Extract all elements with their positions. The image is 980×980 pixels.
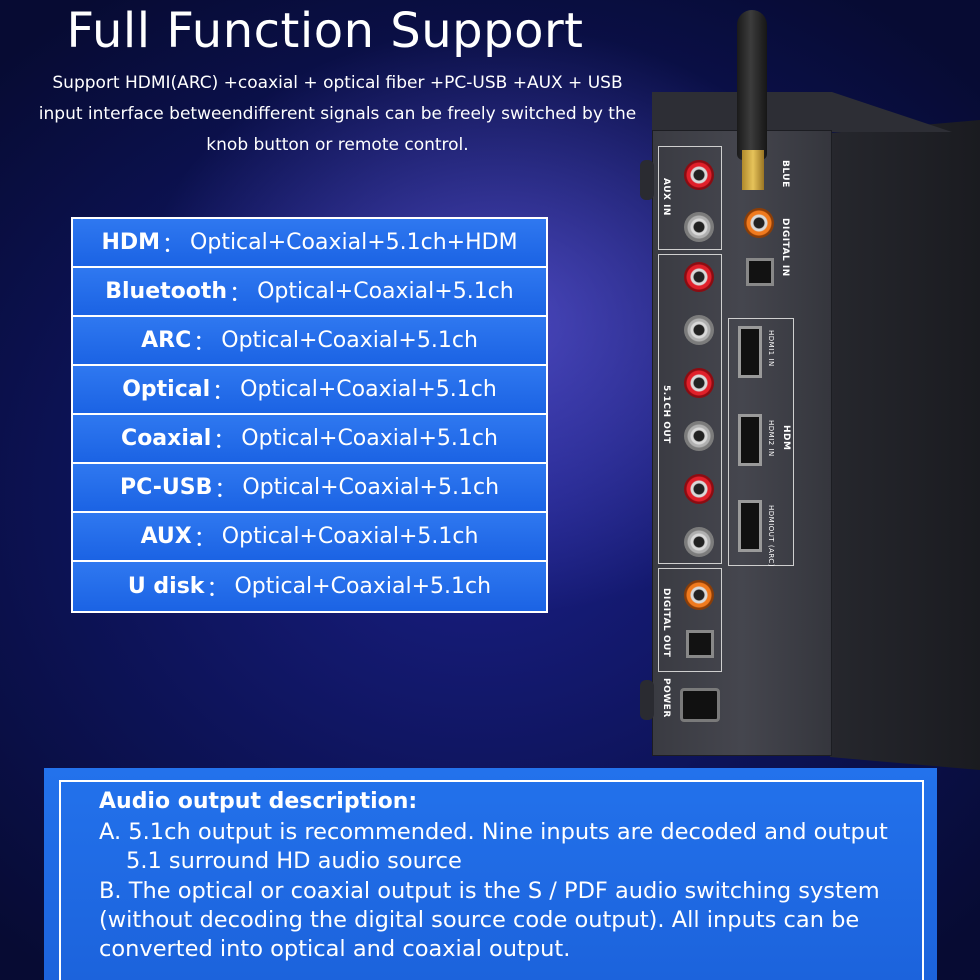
mode-row: Bluetooth：Optical+Coaxial+5.1ch	[73, 268, 546, 317]
optical-in-port	[746, 258, 774, 286]
sw-out-port	[684, 262, 714, 292]
digital-out-frame	[658, 568, 722, 672]
mode-name: Bluetooth	[105, 279, 228, 304]
aux-in-label: AUX IN	[661, 178, 671, 216]
digital-out-label: DIGITAL OUT	[661, 588, 671, 658]
antenna-connector-icon	[742, 150, 764, 190]
mode-separator: ：	[193, 330, 216, 356]
hdmi1-label: HDMI1 IN	[767, 330, 775, 367]
device-foot	[640, 160, 654, 200]
description-line: A. 5.1ch output is recommended. Nine inp…	[99, 819, 888, 845]
hdmi1-in-port	[738, 326, 762, 378]
mode-row: AUX：Optical+Coaxial+5.1ch	[73, 513, 546, 562]
mode-outputs: Optical+Coaxial+5.1ch	[221, 524, 479, 549]
hdmiout-label: HDMIOUT (ARC)	[767, 505, 775, 568]
description-line: 5.1 surround HD audio source	[126, 848, 462, 874]
subtitle-line: knob button or remote control.	[206, 135, 469, 155]
mode-separator: ：	[193, 526, 216, 552]
device-rear-panel	[652, 130, 832, 756]
description-frame	[59, 780, 924, 980]
mode-name: Optical	[122, 377, 211, 402]
cen-out-port	[684, 315, 714, 345]
hdmi2-in-port	[738, 414, 762, 466]
mode-separator: ：	[206, 576, 229, 602]
mode-name: Coaxial	[121, 426, 212, 451]
sr-out-port	[684, 368, 714, 398]
device-side-panel	[830, 120, 980, 770]
page-title: Full Function Support	[66, 3, 584, 59]
mode-outputs: Optical+Coaxial+5.1ch	[257, 279, 514, 304]
fl-out-port	[684, 527, 714, 557]
mode-row: ARC：Optical+Coaxial+5.1ch	[73, 317, 546, 366]
aux-in-frame	[658, 146, 722, 250]
mode-name: AUX	[140, 524, 192, 549]
aux-in-r-port	[684, 160, 714, 190]
mode-separator: ：	[229, 281, 252, 307]
fr-out-port	[684, 474, 714, 504]
mode-outputs: Optical+Coaxial+5.1ch+HDM	[190, 230, 518, 255]
mode-name: U disk	[127, 574, 205, 599]
mode-row: Coaxial：Optical+Coaxial+5.1ch	[73, 415, 546, 464]
description-line: B. The optical or coaxial output is the …	[99, 878, 880, 904]
ch-out-frame	[658, 254, 722, 564]
mode-separator: ：	[214, 477, 237, 503]
mode-name: PC-USB	[119, 475, 213, 500]
subtitle: Support HDMI(ARC) +coaxial + optical fib…	[10, 68, 665, 161]
subtitle-line: input interface betweendifferent signals…	[38, 104, 637, 124]
mode-table: HDM：Optical+Coaxial+5.1ch+HDM Bluetooth：…	[71, 217, 548, 613]
mode-outputs: Optical+Coaxial+5.1ch	[242, 475, 500, 500]
mode-row: PC-USB：Optical+Coaxial+5.1ch	[73, 464, 546, 513]
optical-out-port	[686, 630, 714, 658]
description-line: converted into optical and coaxial outpu…	[99, 936, 571, 962]
hdmi2-label: HDMI2 IN	[767, 420, 775, 457]
hdmi-label: HDM	[781, 425, 791, 451]
power-label: POWER	[661, 678, 671, 718]
coaxial-in-port	[744, 208, 774, 238]
mode-name: ARC	[141, 328, 192, 353]
mode-outputs: Optical+Coaxial+5.1ch	[241, 426, 498, 451]
mode-outputs: Optical+Coaxial+5.1ch	[221, 328, 478, 353]
antenna-icon	[737, 10, 767, 160]
mode-separator: ：	[212, 379, 235, 405]
mode-separator: ：	[162, 232, 185, 258]
mode-outputs: Optical+Coaxial+5.1ch	[240, 377, 497, 402]
subtitle-line: Support HDMI(ARC) +coaxial + optical fib…	[52, 73, 623, 93]
description-title: Audio output description:	[99, 789, 418, 814]
mode-row: HDM：Optical+Coaxial+5.1ch+HDM	[73, 219, 546, 268]
mode-separator: ：	[213, 428, 236, 454]
hdmi-frame	[728, 318, 794, 566]
device-top-panel	[652, 92, 952, 132]
mode-row: U disk：Optical+Coaxial+5.1ch	[73, 562, 546, 611]
ch-out-label: 5.1CH OUT	[661, 385, 671, 444]
device-foot	[640, 680, 654, 720]
digital-in-label: DIGITAL IN	[780, 218, 790, 277]
blue-label: BLUE	[780, 160, 790, 188]
hdmi-out-port	[738, 500, 762, 552]
mode-name: HDM	[101, 230, 161, 255]
description-panel	[44, 768, 937, 980]
mode-outputs: Optical+Coaxial+5.1ch	[234, 574, 492, 599]
description-line: (without decoding the digital source cod…	[99, 907, 860, 933]
coaxial-out-port	[684, 580, 714, 610]
aux-in-l-port	[684, 212, 714, 242]
power-jack	[680, 688, 720, 722]
mode-row: Optical：Optical+Coaxial+5.1ch	[73, 366, 546, 415]
sl-out-port	[684, 421, 714, 451]
